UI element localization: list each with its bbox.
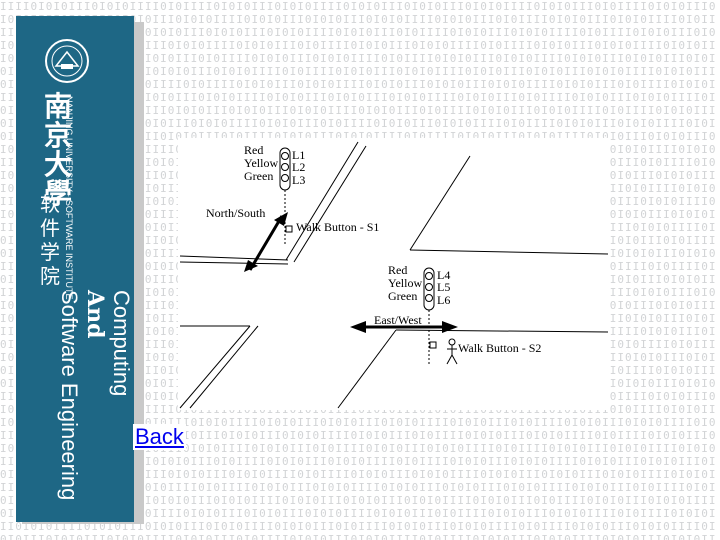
university-logo-icon (45, 39, 89, 83)
ew-label-red: Red (388, 263, 407, 277)
course-title-line-2: And (82, 290, 108, 339)
north-south-arrowhead-down (244, 260, 258, 272)
ew-label-yellow: Yellow (388, 276, 422, 290)
road-edge-ne-diagonal (409, 155, 471, 251)
ns-lamp-label-3: L3 (292, 173, 305, 187)
ew-label-green: Green (388, 289, 417, 303)
road-edge-se-diagonal (337, 329, 397, 409)
institute-name-cn: 软件学院 (40, 192, 60, 288)
ns-label-red: Red (244, 143, 263, 157)
intersection-svg: Red Yellow Green L1 L2 L3 North/South Wa… (179, 141, 609, 409)
east-west-arrowhead-right (442, 321, 458, 333)
course-title-line-3: Software Engineering (57, 290, 82, 501)
ns-lamp-red (281, 152, 289, 160)
road-edge-north-horizontal (179, 255, 289, 261)
ns-walk-button-label: Walk Button - S1 (296, 220, 379, 234)
ew-walk-button (429, 341, 437, 349)
ns-label-green: Green (244, 169, 273, 183)
road-edge-sw-diagonal-inner (189, 325, 259, 409)
course-title-line-1: Computing (109, 290, 134, 397)
ew-direction-label: East/West (374, 313, 422, 327)
road-edge-nw-diagonal (285, 141, 359, 261)
road-edge-east-horizontal (409, 249, 609, 255)
back-link[interactable]: Back (133, 424, 186, 450)
ew-walk-button-label: Walk Button - S2 (458, 341, 541, 355)
east-west-arrowhead-left (350, 321, 366, 333)
road-edge-north-horizontal-lower (179, 261, 289, 265)
pedestrian-icon (446, 338, 458, 365)
side-panel: 南京大學 NANJING UNIVERSITY · SOFTWARE INSTI… (16, 16, 134, 522)
course-title: Computing And Software Engineering (56, 290, 134, 500)
ew-lamp-label-4: L4 (437, 268, 450, 282)
traffic-intersection-diagram: Red Yellow Green L1 L2 L3 North/South Wa… (178, 138, 610, 410)
ns-label-yellow: Yellow (244, 156, 278, 170)
ns-lamp-label-2: L2 (292, 160, 305, 174)
ew-lamp-green (425, 294, 433, 302)
road-edge-sw-diagonal (179, 325, 251, 409)
ns-direction-label: North/South (206, 206, 265, 220)
ew-lamp-yellow (425, 283, 433, 291)
ns-lamp-yellow (281, 163, 289, 171)
ew-lamp-label-6: L6 (437, 293, 450, 307)
road-edge-east-lower-horizontal (395, 329, 609, 333)
university-name-cn: 南京大學 (44, 90, 73, 210)
ns-lamp-green (281, 174, 289, 182)
ns-lamp-label-1: L1 (292, 148, 305, 162)
ew-lamp-label-5: L5 (437, 280, 450, 294)
ew-lamp-red (425, 272, 433, 280)
north-south-arrow (248, 215, 284, 271)
ns-walk-button (285, 225, 293, 233)
road-edge-nw-diagonal-inner (293, 145, 367, 263)
